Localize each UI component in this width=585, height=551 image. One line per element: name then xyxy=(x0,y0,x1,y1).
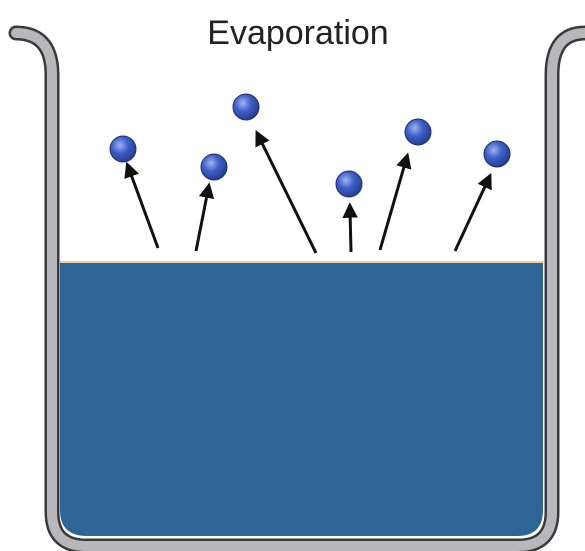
arrow-3 xyxy=(255,129,318,254)
molecule-6 xyxy=(483,140,511,168)
arrow-1 xyxy=(124,161,160,249)
evaporation-arrows xyxy=(124,129,492,254)
arrow-6 xyxy=(453,172,492,252)
arrow-4 xyxy=(342,202,358,253)
molecule-2 xyxy=(200,153,228,181)
molecule-3 xyxy=(232,93,260,121)
arrow-5 xyxy=(378,152,412,251)
beaker xyxy=(8,25,585,551)
water xyxy=(60,262,543,536)
molecule-1 xyxy=(109,135,137,163)
arrow-2 xyxy=(194,182,215,252)
molecule-4 xyxy=(335,170,363,198)
molecule-5 xyxy=(404,118,432,146)
molecules xyxy=(109,93,511,198)
diagram-title: Evaporation xyxy=(207,14,388,52)
